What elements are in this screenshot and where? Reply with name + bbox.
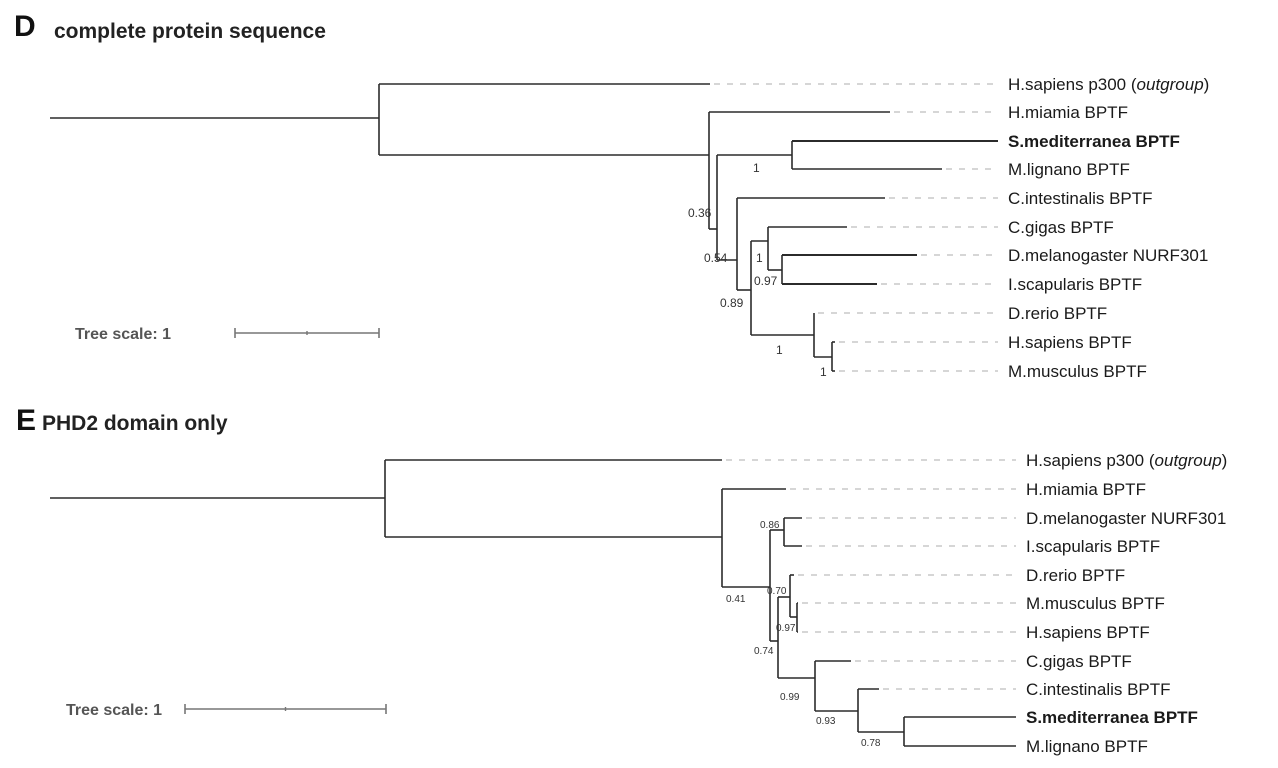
leaf-label-p300: H.sapiens p300 (outgroup) xyxy=(1008,75,1209,94)
support-value-0.41: 0.41 xyxy=(726,594,746,605)
leaf-label-drer: D.rerio BPTF xyxy=(1008,304,1107,323)
support-value-0.93: 0.93 xyxy=(816,716,836,727)
support-value-0.99: 0.99 xyxy=(780,692,800,703)
panel-d-title: complete protein sequence xyxy=(54,20,326,43)
support-value-cgig-node: 1 xyxy=(756,251,763,265)
leaf-label-hsap: H.sapiens BPTF xyxy=(1026,623,1150,642)
tree-scale-label: Tree scale: 1 xyxy=(66,702,162,719)
leaf-label-smed: S.mediterranea BPTF xyxy=(1026,708,1198,727)
leaf-label-dmel: D.melanogaster NURF301 xyxy=(1008,246,1208,265)
leaf-label-hsap: H.sapiens BPTF xyxy=(1008,333,1132,352)
support-value-0.97: 0.97 xyxy=(776,623,796,634)
outgroup-italic: outgroup xyxy=(1137,75,1204,94)
leaf-label-drer: D.rerio BPTF xyxy=(1026,566,1125,585)
leaf-label-mlig: M.lignano BPTF xyxy=(1026,737,1148,756)
support-value-0.97: 0.97 xyxy=(754,274,778,288)
outgroup-italic: outgroup xyxy=(1155,451,1222,470)
leaf-label-cgig: C.gigas BPTF xyxy=(1026,652,1132,671)
leaf-label-hmia: H.miamia BPTF xyxy=(1008,103,1128,122)
leaf-label-mmus: M.musculus BPTF xyxy=(1008,362,1147,381)
leaf-label-isca: I.scapularis BPTF xyxy=(1026,537,1160,556)
support-value-0.78: 0.78 xyxy=(861,738,881,749)
support-value-hsap-mmus: 1 xyxy=(820,365,827,379)
support-value-0.70: 0.70 xyxy=(767,586,787,597)
support-value-0.74: 0.74 xyxy=(754,646,774,657)
leaf-label-cint: C.intestinalis BPTF xyxy=(1008,189,1153,208)
panel-e-title: PHD2 domain only xyxy=(42,412,228,435)
leaf-label-p300: H.sapiens p300 (outgroup) xyxy=(1026,451,1227,470)
support-value-0.86: 0.86 xyxy=(760,520,780,531)
tree-scale-label: Tree scale: 1 xyxy=(75,326,171,343)
leaf-label-mlig: M.lignano BPTF xyxy=(1008,160,1130,179)
leaf-label-mmus: M.musculus BPTF xyxy=(1026,594,1165,613)
leaf-label-smed: S.mediterranea BPTF xyxy=(1008,132,1180,151)
panel-d-letter: D xyxy=(14,10,36,43)
support-value-smed-mlig: 1 xyxy=(753,161,760,175)
leaf-label-isca: I.scapularis BPTF xyxy=(1008,275,1142,294)
leaf-label-hmia: H.miamia BPTF xyxy=(1026,480,1146,499)
support-value-0.36: 0.36 xyxy=(688,206,712,220)
leaf-label-cgig: C.gigas BPTF xyxy=(1008,218,1114,237)
panel-e-letter: E xyxy=(16,404,37,437)
leaf-label-cint: C.intestinalis BPTF xyxy=(1026,680,1171,699)
support-value-0.54: 0.54 xyxy=(704,251,728,265)
support-value-vertebrates: 1 xyxy=(776,343,783,357)
support-value-0.89: 0.89 xyxy=(720,296,744,310)
leaf-label-dmel: D.melanogaster NURF301 xyxy=(1026,509,1226,528)
